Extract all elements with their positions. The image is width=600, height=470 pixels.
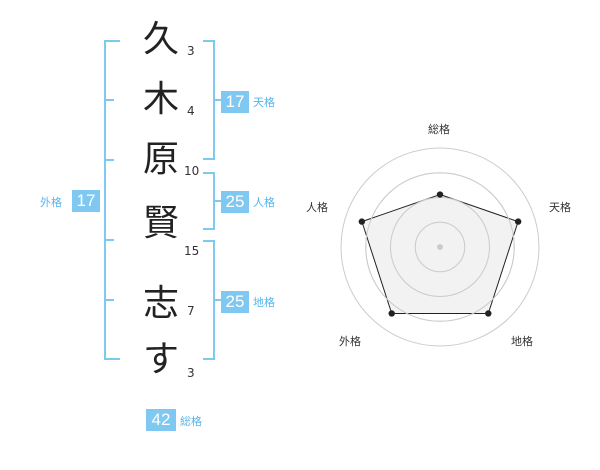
radar-point-3 bbox=[485, 310, 492, 317]
radar-inner-ring-1 bbox=[414, 221, 466, 273]
stroke-count-6: 3 bbox=[187, 366, 195, 380]
radar-point-2 bbox=[514, 218, 522, 225]
radar-label-tenkaku: 天格 bbox=[549, 201, 571, 214]
stroke-count-1: 3 bbox=[187, 44, 195, 58]
soukaku-value: 42 bbox=[146, 409, 176, 431]
radar-inner-ring-3 bbox=[365, 172, 515, 322]
stroke-count-2: 4 bbox=[187, 104, 195, 118]
gaikaku-label: 外格 bbox=[40, 196, 62, 209]
jinkaku-label: 人格 bbox=[253, 196, 275, 209]
radar-label-gaikaku: 外格 bbox=[339, 335, 361, 348]
tenkaku-value: 17 bbox=[221, 91, 249, 113]
name-char-4: 賢 bbox=[142, 203, 179, 244]
chikaku-label: 地格 bbox=[253, 296, 275, 309]
radar-label-chikaku: 地格 bbox=[511, 335, 533, 348]
name-char-2: 木 bbox=[142, 79, 179, 120]
radar-point-1 bbox=[436, 191, 444, 198]
name-char-5: 志 bbox=[142, 283, 179, 324]
tenkaku-label: 天格 bbox=[253, 96, 275, 109]
radar-area bbox=[361, 193, 519, 314]
radar-point-5 bbox=[358, 218, 366, 225]
name-char-1: 久 bbox=[142, 19, 179, 60]
chikaku-value: 25 bbox=[221, 291, 249, 313]
gaikaku-value: 17 bbox=[72, 190, 100, 212]
stroke-count-5: 7 bbox=[187, 304, 195, 318]
jinkaku-value: 25 bbox=[221, 191, 249, 213]
name-char-3: 原 bbox=[142, 139, 179, 180]
soukaku-label: 総格 bbox=[180, 415, 202, 428]
radar-chart bbox=[340, 147, 540, 347]
stroke-count-4: 15 bbox=[184, 244, 200, 258]
name-char-6: す bbox=[142, 339, 179, 380]
radar-center-dot bbox=[437, 244, 443, 250]
radar-label-jinkaku: 人格 bbox=[306, 201, 328, 214]
radar-label-soukaku: 総格 bbox=[428, 123, 450, 136]
radar-point-4 bbox=[388, 310, 395, 317]
radar-ring-4 bbox=[340, 147, 540, 347]
stroke-count-3: 10 bbox=[184, 164, 200, 178]
